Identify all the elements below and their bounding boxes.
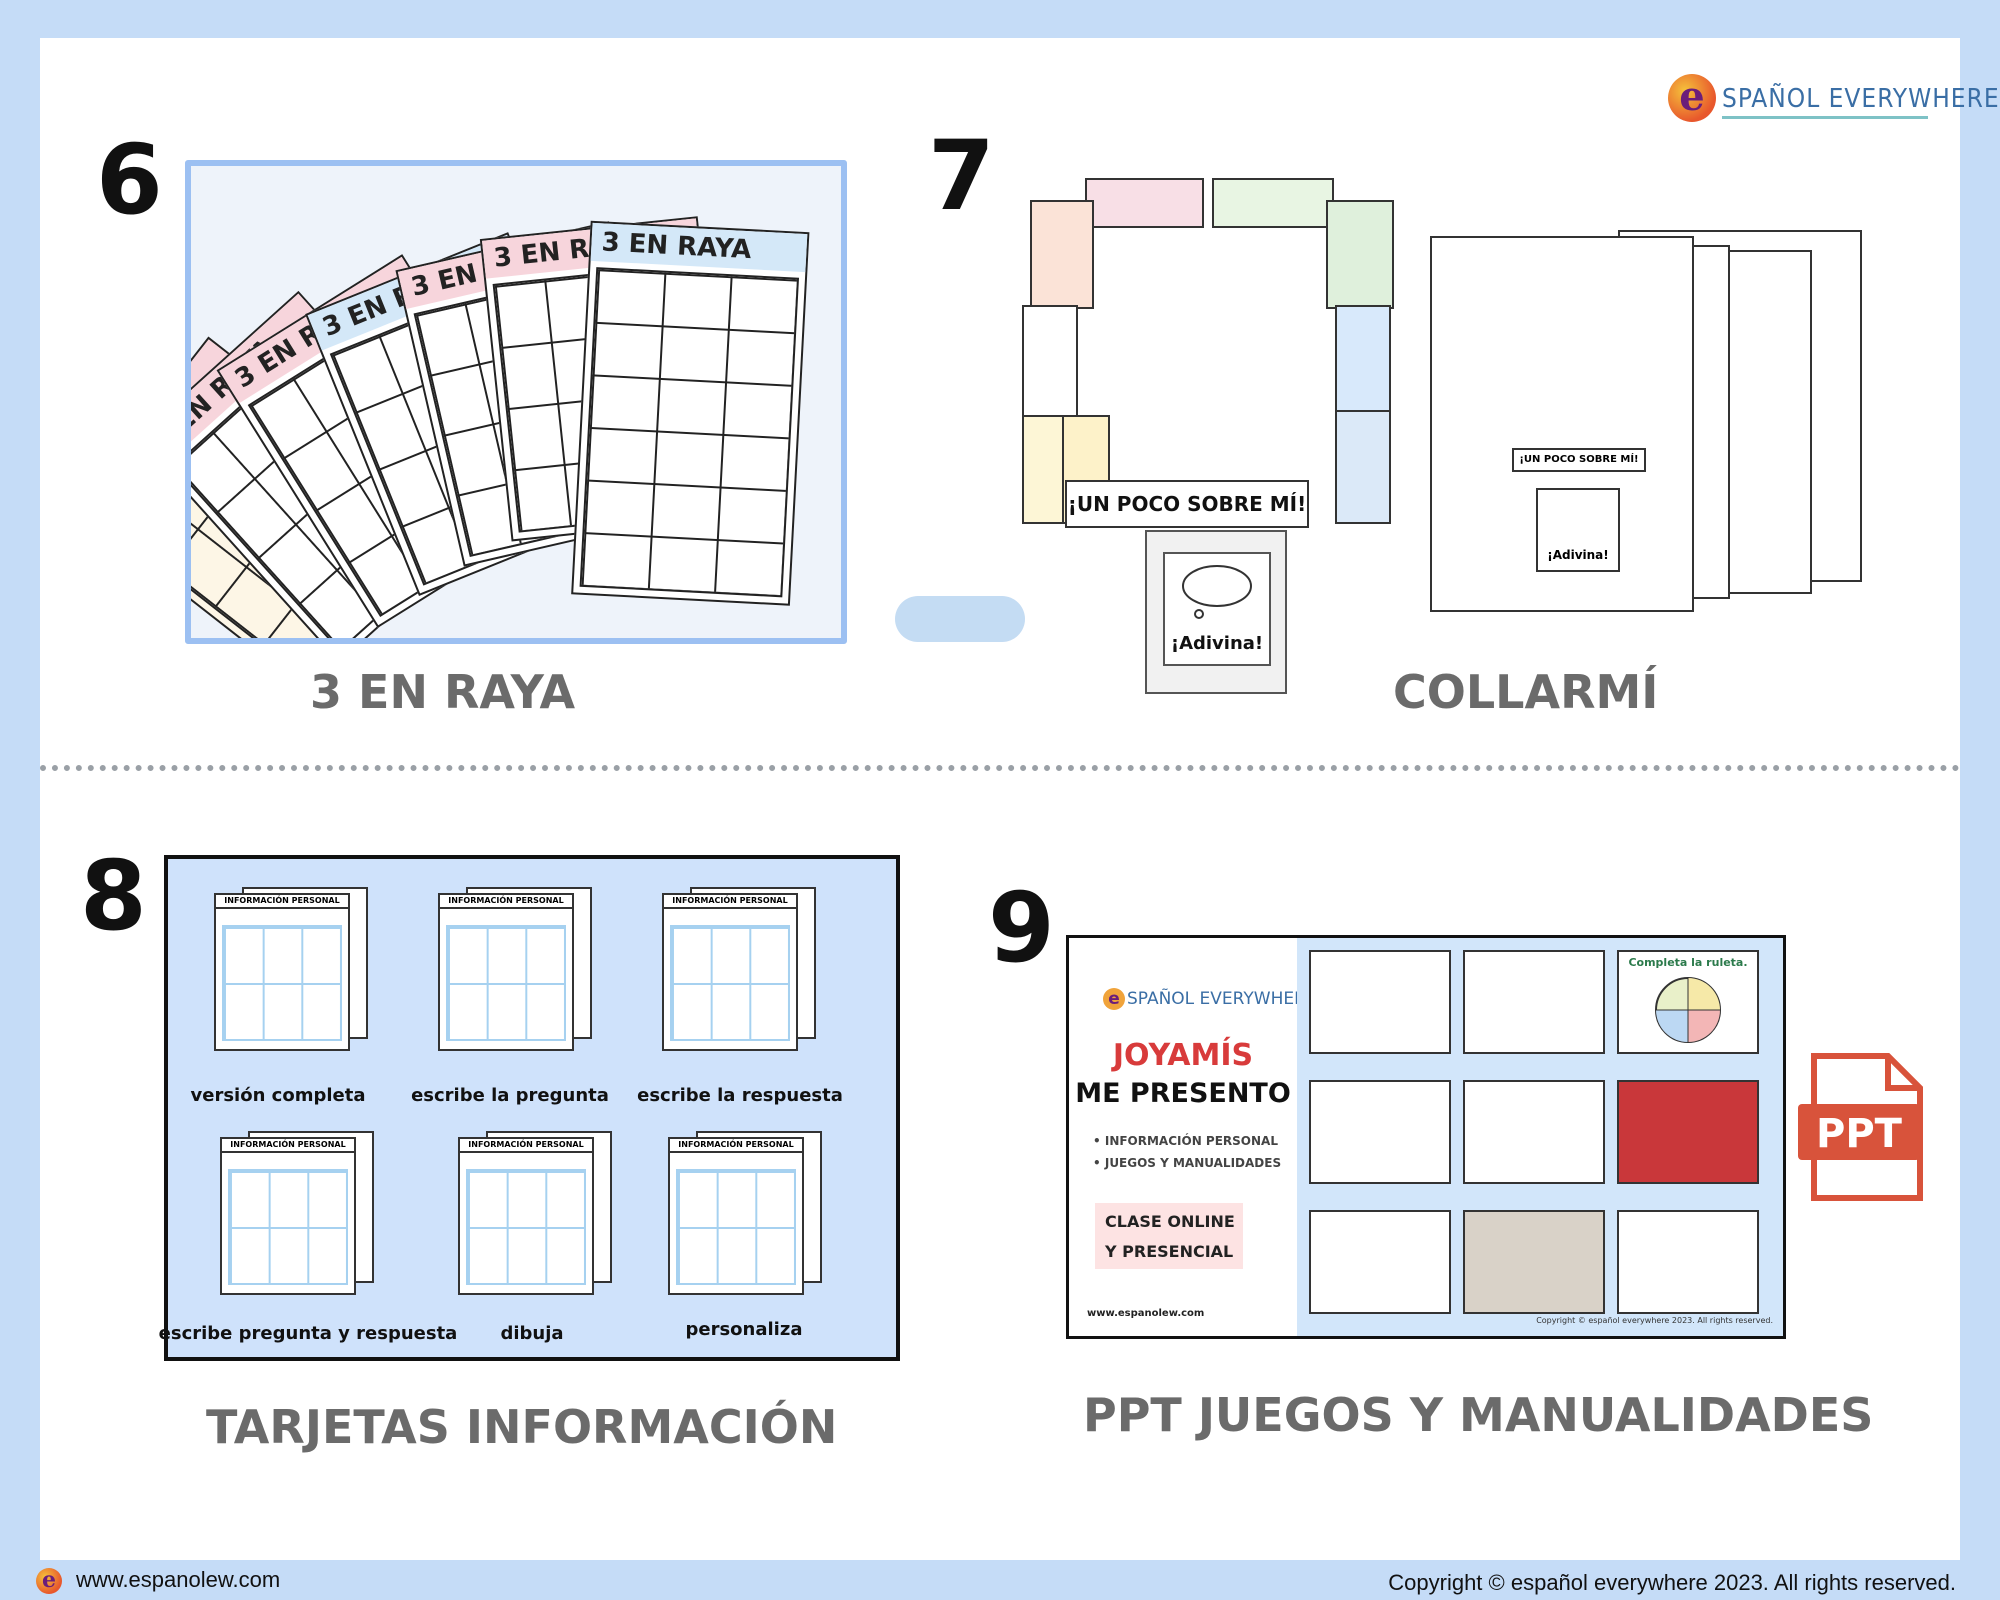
ppt-clase-line2: Y PRESENCIAL [1105,1242,1234,1261]
card-front: INFORMACIÓN PERSONAL [668,1137,804,1295]
section-divider [40,765,1960,771]
label-escribe-pregunta-respuesta: escribe pregunta y respuesta [158,1323,458,1344]
card-front: 3 EN RAYA [571,220,810,606]
collar-seg-cuantos [1335,305,1391,414]
card-header: 3 EN RAYA [590,222,808,273]
card-grid [579,267,800,598]
brand-logo: e SPAÑOL EVERYWHERE! [1668,70,2000,128]
caption-ppt: PPT JUEGOS Y MANUALIDADES [1083,1388,1874,1442]
section-number-9: 9 [988,872,1055,984]
info-card-3: INFORMACIÓN PERSONAL [662,887,816,1051]
slide-8 [1463,1210,1605,1314]
card-cells [670,925,790,1041]
card-front: INFORMACIÓN PERSONAL [662,893,798,1051]
ppt-logo-e-icon: e [1103,988,1125,1010]
slide-3: Completa la ruleta. [1617,950,1759,1054]
card-title: INFORMACIÓN PERSONAL [460,1139,592,1153]
card-front: INFORMACIÓN PERSONAL [438,893,574,1051]
card-cells [222,925,342,1041]
collar-seg-de-donde [1030,200,1094,309]
tic-tac-toe-image: 3 EN RAYA 3 EN RAYA 3 EN RAYA 3 EN RAYA … [185,160,847,644]
section-number-7: 7 [928,120,995,232]
logo-e-icon: e [1668,74,1716,122]
ppt-bullet-2: • JUEGOS Y MANUALIDADES [1093,1156,1282,1170]
roulette-icon [1655,977,1721,1043]
info-card-2: INFORMACIÓN PERSONAL [438,887,592,1051]
ppt-clase-line1: CLASE ONLINE [1105,1212,1235,1231]
card-cells [676,1169,796,1285]
collar-seg-me-llamo [1326,200,1394,309]
collar-seg-vivo-en [1022,415,1066,524]
adivina-label: ¡Adivina! [1170,633,1264,654]
label-escribe-respuesta: escribe la respuesta [637,1085,843,1106]
card-title: INFORMACIÓN PERSONAL [222,1139,354,1153]
ppt-slides-grid: Completa la ruleta. Copyright © español … [1297,938,1783,1336]
card-title: INFORMACIÓN PERSONAL [440,895,572,909]
slide-5 [1463,1080,1605,1184]
card-title: INFORMACIÓN PERSONAL [670,1139,802,1153]
adivina-inner: ¡Adivina! [1163,552,1271,666]
collar-sheet-banner: ¡UN POCO SOBRE MÍ! [1512,448,1646,472]
label-dibuja: dibuja [500,1323,564,1344]
card-title: INFORMACIÓN PERSONAL [216,895,348,909]
footer-copyright: Copyright © español everywhere 2023. All… [1388,1570,1956,1595]
slide-7 [1309,1210,1451,1314]
card-front: INFORMACIÓN PERSONAL [214,893,350,1051]
ppt-file-label: PPT [1816,1111,1903,1157]
section-number-6: 6 [96,124,163,236]
collar-seg-soy [1085,178,1204,228]
card-front: INFORMACIÓN PERSONAL [220,1137,356,1295]
slide-roulette-title: Completa la ruleta. [1628,956,1748,969]
collar-sheet-front: ¡UN POCO SOBRE MÍ! ¡Adivina! [1430,236,1694,612]
ppt-copyright: Copyright © español everywhere 2023. All… [1536,1316,1773,1325]
logo-text: SPAÑOL EVERYWHERE! [1722,84,2000,114]
info-card-4: INFORMACIÓN PERSONAL [220,1131,374,1295]
slide-4 [1309,1080,1451,1184]
label-version-completa: versión completa [190,1085,366,1106]
card-cells [466,1169,586,1285]
caption-3-en-raya: 3 EN RAYA [310,665,576,719]
ppt-bullet-1: • INFORMACIÓN PERSONAL [1093,1134,1278,1148]
card-front: INFORMACIÓN PERSONAL [458,1137,594,1295]
adivina-card: ¡Adivina! [1145,530,1287,694]
caption-collarmi: COLLARMÍ [1393,665,1659,719]
slide-2 [1463,950,1605,1054]
ppt-clase-badge: CLASE ONLINE Y PRESENCIAL [1095,1203,1243,1269]
collar-seg-lines-left [1022,305,1078,419]
info-card-1: INFORMACIÓN PERSONAL [214,887,368,1051]
slide-6 [1617,1080,1759,1184]
caption-tarjetas: TARJETAS INFORMACIÓN [206,1400,838,1454]
info-cards-image: INFORMACIÓN PERSONAL INFORMACIÓN PERSONA… [159,855,900,1361]
ppt-file-icon: PPT [1798,1053,1923,1201]
card-title: INFORMACIÓN PERSONAL [664,895,796,909]
ppt-title-me-presento: ME PRESENTO [1075,1078,1291,1109]
collar-seg-como [1212,178,1334,228]
ppt-title-joyamis: JOYAMÍS [1112,1038,1254,1073]
slide-9 [1617,1210,1759,1314]
info-card-6: INFORMACIÓN PERSONAL [668,1131,822,1295]
collar-seg-tengo [1335,410,1391,524]
ppt-url: www.espanolew.com [1087,1308,1205,1319]
card-cells [446,925,566,1041]
label-personaliza: personaliza [685,1319,803,1340]
thought-cloud-icon [1182,565,1252,619]
footer-logo-icon: e [36,1568,62,1594]
collar-sheet-adivina: ¡Adivina! [1536,488,1620,572]
footer-url[interactable]: www.espanolew.com [76,1567,281,1592]
slide-1 [1309,950,1451,1054]
logo-underline [1722,116,1928,119]
collar-banner: ¡UN POCO SOBRE MÍ! [1065,480,1309,528]
cloud-decoration [895,596,1025,642]
card-cells [228,1169,348,1285]
ppt-logo-text: SPAÑOL EVERYWHERE! [1127,989,1324,1009]
section-number-8: 8 [80,840,147,952]
label-escribe-pregunta: escribe la pregunta [411,1085,609,1106]
info-card-5: INFORMACIÓN PERSONAL [458,1131,612,1295]
